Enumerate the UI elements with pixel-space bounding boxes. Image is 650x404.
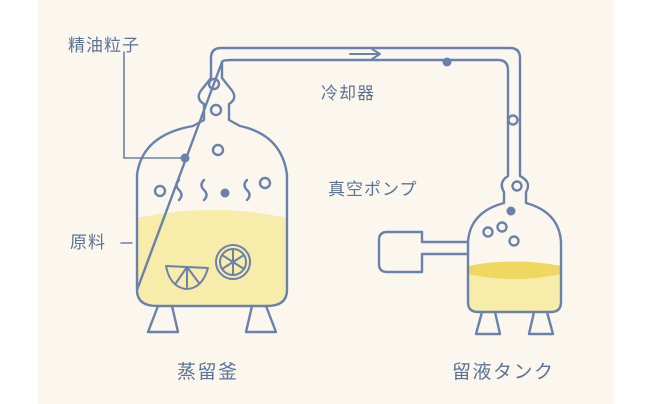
tank-leg-right	[527, 310, 555, 336]
bubble-icon	[258, 176, 272, 190]
bubble-icon	[153, 184, 167, 198]
bubble-icon	[508, 235, 520, 247]
bubble-icon	[496, 221, 508, 233]
vacuum-pump-label: 真空ポンプ	[328, 180, 418, 200]
particle-dot-icon	[180, 153, 190, 163]
cooler-label: 冷却器	[321, 84, 375, 104]
particle-dot-icon	[442, 57, 452, 67]
distillate-tank	[466, 158, 563, 336]
bubble-icon	[211, 143, 225, 157]
tank-body	[466, 158, 563, 314]
particle-dot-icon	[506, 206, 516, 216]
flow-arrow-icon	[349, 48, 381, 60]
distillate-surface	[468, 261, 561, 279]
pot-leg-left	[146, 304, 180, 334]
cooler-pipe-outer	[209, 46, 522, 162]
raw-material-label: 原料	[70, 233, 106, 253]
bubble-icon	[511, 180, 523, 192]
particle-dot-icon	[220, 188, 230, 198]
bubble-icon	[482, 226, 494, 238]
pot-leg-right	[244, 304, 278, 334]
bubble-icon	[507, 114, 519, 126]
distillation-pot	[135, 60, 289, 334]
raw-material-fill	[137, 210, 287, 306]
distillate-tank-label: 留液タンク	[452, 361, 555, 383]
lemon-wedge-icon	[165, 265, 209, 290]
cooler-pipe	[209, 46, 522, 162]
steam-wave-icon	[200, 178, 208, 202]
vacuum-pump-housing	[377, 230, 470, 274]
steam-wave-icon	[243, 178, 251, 202]
diagram-background	[38, 0, 614, 404]
bubble-icon	[209, 103, 223, 117]
distillation-pot-label: 蒸留釜	[177, 361, 239, 383]
steam-wave-icon	[175, 178, 183, 202]
pot-body	[135, 60, 289, 308]
lemon-slice-icon	[215, 244, 251, 280]
vacuum-pump-pipe	[420, 230, 470, 244]
essential-oil-leader-line	[123, 51, 184, 159]
essential-oil-particles-label: 精油粒子	[68, 36, 140, 56]
bubble-icon	[207, 77, 221, 91]
vacuum-pump	[377, 230, 470, 274]
cooler-pipe-inner	[220, 58, 510, 162]
tank-leg-left	[474, 310, 502, 336]
